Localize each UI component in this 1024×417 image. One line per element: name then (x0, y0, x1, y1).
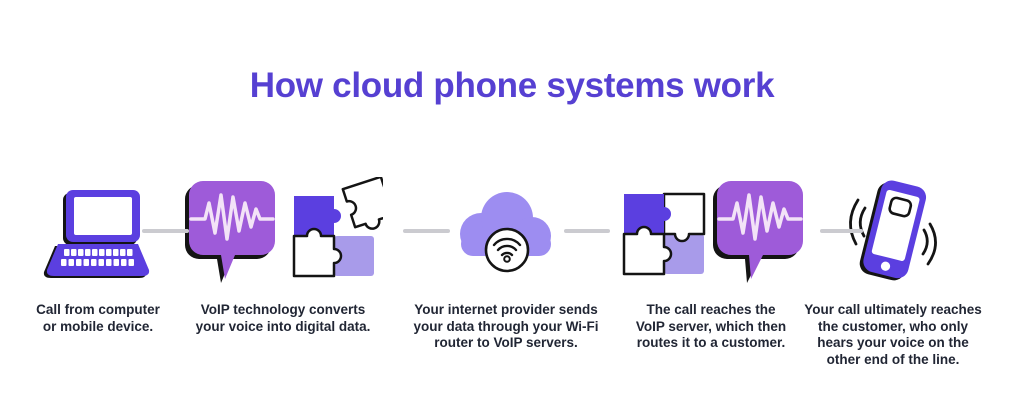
step-caption: Your call ultimately reaches the custome… (804, 302, 982, 368)
step-caption: VoIP technology converts your voice into… (195, 302, 371, 334)
connector-line (142, 229, 189, 233)
cloud-wifi-icon (451, 172, 561, 298)
step-call-from-device: Call from computer or mobile device. (10, 172, 186, 335)
puzzle-bubble-icon (617, 172, 805, 298)
step-customer-receives: Your call ultimately reaches the custome… (798, 172, 988, 369)
connector-line (403, 229, 450, 233)
connector-line (564, 229, 610, 233)
step-caption: Your internet provider sends your data t… (413, 302, 599, 351)
page-title: How cloud phone systems work (249, 66, 775, 105)
ringing-phone-icon (835, 172, 951, 298)
connector-line (820, 229, 863, 233)
step-voip-conversion: VoIP technology converts your voice into… (185, 172, 383, 335)
voip-bubble-puzzle-icon (183, 172, 383, 298)
step-caption: Call from computer or mobile device. (36, 302, 160, 334)
step-internet-provider: Your internet provider sends your data t… (398, 172, 614, 352)
step-caption: The call reaches the VoIP server, which … (635, 302, 787, 351)
laptop-icon (42, 172, 154, 298)
step-voip-server: The call reaches the VoIP server, which … (617, 172, 805, 352)
